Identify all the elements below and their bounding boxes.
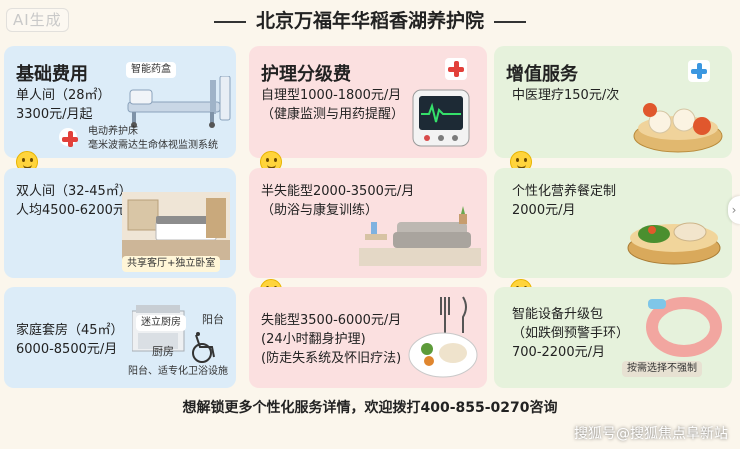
smart-device-label: 智能设备升级包 — [512, 307, 604, 322]
wheelchair-icon — [192, 332, 215, 363]
kitchen-tag: 迷立厨房 — [136, 315, 186, 331]
self-care-note: （健康监测与用药提醒） — [261, 107, 405, 122]
heading-basic-fees: 基础费用 — [16, 64, 88, 85]
page-title: 北京万福年华稻香湖养护院 — [0, 6, 740, 33]
smart-device-example: （如跌倒预警手环） — [512, 326, 630, 341]
card-tcm-therapy: 增值服务 中医理疗150元/次 — [494, 46, 732, 158]
heading-value-added: 增值服务 — [506, 64, 578, 85]
monitoring-system-note: 毫米波需达生命体视监测系统 — [88, 140, 218, 151]
kitchen-label: 厨房 — [152, 345, 174, 358]
medical-cross-icon — [445, 58, 467, 80]
bedroom-illustration — [122, 192, 230, 260]
self-care-price: 自理型1000-1800元/月 — [261, 88, 402, 103]
heading-care-fees: 护理分级费 — [261, 64, 351, 85]
optional-tag: 按需选择不强制 — [622, 361, 702, 377]
semi-disabled-price: 半失能型2000-3500元/月 — [261, 184, 415, 199]
single-room-label: 单人间（28㎡） — [16, 88, 111, 103]
smart-device-price: 700-2200元/月 — [512, 345, 605, 360]
card-double-room: 双人间（32-45㎡） 人均4500-6200元/月 共享客厅+独立卧室 — [4, 168, 236, 278]
shared-living-tag: 共享客厅+独立卧室 — [122, 256, 221, 272]
family-suite-price: 6000-8500元/月 — [16, 342, 118, 357]
card-smart-device: 智能设备升级包 （如跌倒预警手环） 700-2200元/月 按需选择不强制 — [494, 287, 732, 388]
nursing-bed-illustration — [127, 76, 231, 128]
contact-footer: 想解锁更多个性化服务详情，欢迎拨打400-855-0270咨询 — [182, 400, 558, 416]
nutrition-meal-label: 个性化营养餐定制 — [512, 184, 617, 199]
fall-alert-bracelet-icon — [646, 297, 722, 357]
bathroom-facilities-note: 阳台、适专化卫浴设施 — [128, 366, 228, 377]
medical-cross-blue-icon — [688, 60, 710, 82]
health-monitor-icon — [412, 89, 470, 147]
ai-generated-badge: AI生成 — [6, 8, 69, 32]
disabled-note-turning: (24小时翻身护理) — [261, 332, 366, 347]
card-family-suite: 家庭套房（45㎡） 6000-8500元/月 迷立厨房 阳台 厨房 阳台、适专化… — [4, 287, 236, 388]
steamer-meal-illustration — [627, 222, 721, 265]
meal-plate-illustration — [408, 296, 478, 378]
card-nutrition-meal: 个性化营养餐定制 2000元/月 — [494, 168, 732, 278]
living-room-sofa-illustration — [359, 206, 481, 266]
disabled-note-antiwander: (防走失系统及怀旧疗法) — [261, 351, 402, 366]
tcm-therapy-price: 中医理疗150元/次 — [512, 88, 620, 103]
smiley-icon — [260, 151, 282, 173]
next-arrow-button[interactable]: › — [728, 196, 740, 224]
card-self-care: 护理分级费 自理型1000-1800元/月 （健康监测与用药提醒） — [249, 46, 487, 158]
card-semi-disabled: 半失能型2000-3500元/月 （助浴与康复训练） — [249, 168, 487, 278]
health-plus-icon — [59, 128, 78, 147]
disabled-price: 失能型3500-6000元/月 — [261, 313, 402, 328]
single-room-price: 3300元/月起 — [16, 107, 93, 122]
steamed-buns-illustration — [633, 103, 723, 153]
nutrition-meal-price: 2000元/月 — [512, 203, 576, 218]
double-room-price: 人均4500-6200元/月 — [16, 203, 144, 218]
card-disabled: 失能型3500-6000元/月 (24小时翻身护理) (防走失系统及怀旧疗法) — [249, 287, 487, 388]
double-room-label: 双人间（32-45㎡） — [16, 184, 132, 199]
smart-pillbox-tag: 智能药盒 — [126, 62, 176, 78]
semi-disabled-note: （助浴与康复训练） — [261, 203, 379, 218]
family-suite-label: 家庭套房（45㎡） — [16, 323, 124, 338]
card-single-room: 基础费用 单人间（28㎡） 3300元/月起 智能药盒 电动养护床 毫米波需达生… — [4, 46, 236, 158]
balcony-label: 阳台 — [202, 313, 224, 326]
source-watermark: 搜狐号@搜狐焦点阜新站 — [574, 426, 728, 442]
electric-bed-note: 电动养护床 — [88, 126, 138, 137]
